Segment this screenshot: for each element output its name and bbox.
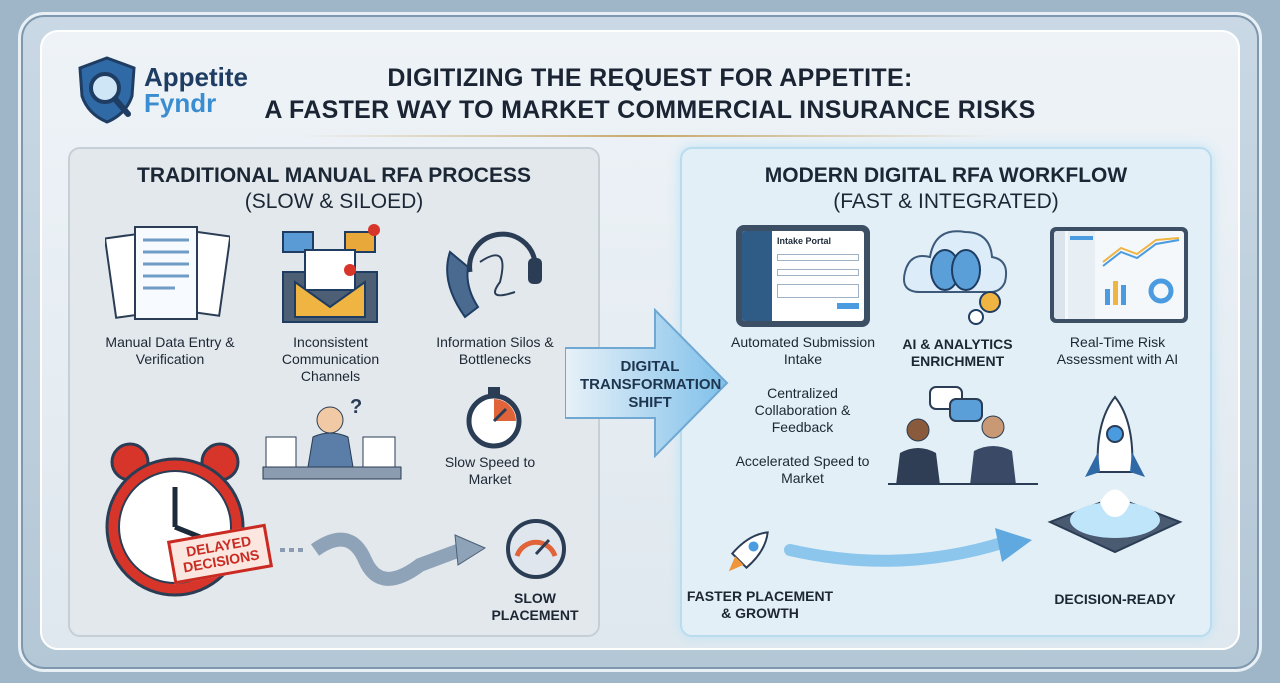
title-line1: DIGITIZING THE REQUEST FOR APPETITE:	[387, 64, 913, 92]
label-faster-placement: FASTER PLACEMENT & GROWTH	[686, 588, 834, 621]
traditional-heading: TRADITIONAL MANUAL RFA PROCESS	[137, 164, 531, 187]
label-inconsistent-communication: Inconsistent Communication Channels	[281, 334, 380, 384]
title-divider	[300, 135, 1000, 137]
shield-magnifier-icon	[78, 56, 136, 124]
phone-headset-icon	[446, 231, 542, 319]
label-real-time-assessment: Real-Time Risk Assessment with AI	[1056, 334, 1179, 367]
label-ai-analytics: AI & ANALYTICS ENRICHMENT	[902, 336, 1013, 369]
traditional-subheading: (SLOW & SILOED)	[244, 190, 424, 213]
logo-line2: Fyndr	[144, 88, 217, 118]
digital-transformation-label: DIGITAL TRANSFORMATION SHIFT	[580, 358, 722, 411]
winding-arrow-icon	[280, 532, 487, 586]
label-slow-placement: SLOW PLACEMENT	[491, 590, 579, 623]
label-accelerated-speed: Accelerated Speed to Market	[735, 453, 870, 486]
title-line2: A FASTER WAY TO MARKET COMMERCIAL INSURA…	[264, 96, 1036, 124]
transformation-arrow	[565, 308, 729, 458]
modern-heading: MODERN DIGITAL RFA WORKFLOW	[764, 164, 1128, 187]
label-manual-data-entry: Manual Data Entry & Verification	[105, 334, 235, 367]
speedometer-icon	[506, 519, 566, 579]
label-centralized-collaboration: Centralized Collaboration & Feedback	[754, 385, 851, 435]
label-information-silos: Information Silos & Bottlenecks	[436, 334, 554, 367]
tablet-portal-icon: Intake Portal	[736, 225, 870, 327]
logo-line1: Appetite	[144, 62, 248, 92]
documents-icon	[105, 226, 230, 320]
modern-subheading: (FAST & INTEGRATED)	[833, 190, 1059, 213]
stressed-worker-icon: ?	[262, 396, 402, 480]
stopwatch-icon	[466, 387, 522, 449]
page-title: DIGITIZING THE REQUEST FOR APPETITE: A F…	[250, 62, 1050, 126]
rocket-swoosh-icon	[728, 528, 1032, 572]
cloud-brain-icon	[903, 230, 1008, 325]
envelopes-icon	[282, 224, 380, 323]
rocket-launch-icon	[1047, 395, 1183, 554]
label-decision-ready: DECISION-READY	[1054, 591, 1176, 607]
label-automated-intake: Automated Submission Intake	[731, 334, 875, 367]
dashboard-icon	[1050, 227, 1188, 323]
collaboration-people-icon	[888, 386, 1038, 485]
label-slow-speed: Slow Speed to Market	[444, 454, 536, 487]
portal-title: Intake Portal	[777, 236, 832, 246]
svg-text:?: ?	[350, 396, 362, 418]
